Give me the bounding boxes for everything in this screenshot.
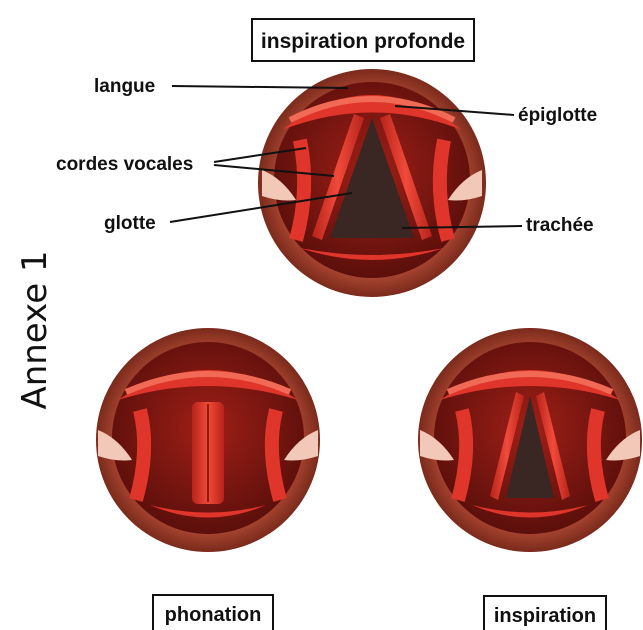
label-trachee: trachée [526,215,594,236]
title-phonation-box: phonation [153,595,273,630]
title-inspiration: inspiration [494,605,596,627]
larynx-phonation [96,328,320,552]
title-top-box: inspiration profonde [252,19,474,61]
label-langue: langue [94,76,155,97]
label-epiglotte: épiglotte [518,105,597,126]
title-top: inspiration profonde [261,30,465,53]
label-cordes-vocales: cordes vocales [56,154,193,175]
annexe-label: Annexe 1 [15,250,55,409]
label-glotte: glotte [104,213,156,234]
title-inspiration-box: inspiration [484,596,606,630]
larynx-top [258,69,486,297]
larynx-inspiration [418,328,642,552]
title-phonation: phonation [165,604,262,626]
